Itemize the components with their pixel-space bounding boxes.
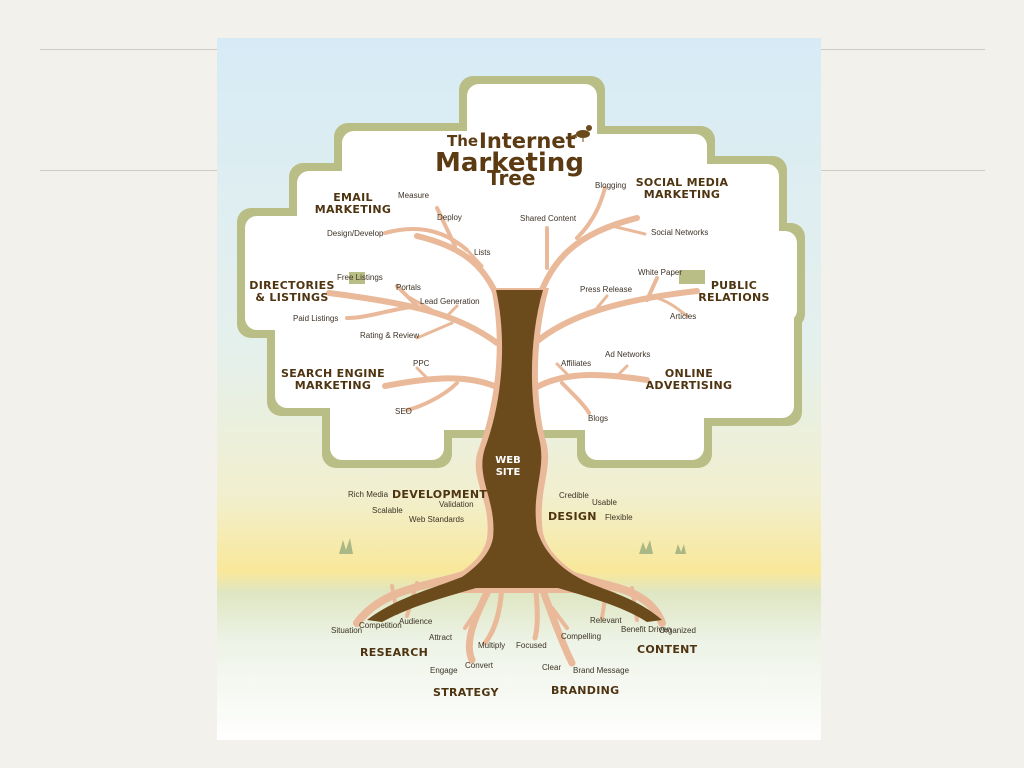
seo-item-ppc: PPC: [413, 359, 430, 368]
trunk-base: [367, 568, 662, 622]
social-item-shared-content: Shared Content: [520, 214, 577, 223]
design-item-flexible: Flexible: [605, 513, 633, 522]
trunk-development: DEVELOPMENT Rich Media Validation Scalab…: [348, 488, 487, 524]
bird-icon: [569, 125, 592, 142]
pr-heading-line1: PUBLIC: [711, 279, 757, 292]
research-item-competition: Competition: [359, 621, 402, 630]
design-heading: DESIGN: [548, 510, 597, 523]
design-item-credible: Credible: [559, 491, 589, 500]
advertising-item-ad-networks: Ad Networks: [605, 350, 650, 359]
strategy-item-attract: Attract: [429, 633, 453, 642]
branch-public-relations: PUBLIC RELATIONS White Paper Press Relea…: [580, 268, 769, 321]
strategy-heading: STRATEGY: [433, 686, 499, 699]
slide-rule-top-right: [821, 49, 985, 50]
social-heading-line1: SOCIAL MEDIA: [636, 176, 729, 189]
pr-item-press-release: Press Release: [580, 285, 633, 294]
directories-item-rating-review: Rating & Review: [360, 331, 419, 340]
root-strategy: STRATEGY Attract Multiply Engage Convert: [429, 633, 505, 699]
branch-social-media: SOCIAL MEDIA MARKETING Blogging Shared C…: [520, 176, 728, 237]
grass-tufts: [339, 538, 686, 554]
title-marketing: Marketing: [435, 148, 584, 178]
research-heading: RESEARCH: [360, 646, 428, 659]
email-item-deploy: Deploy: [437, 213, 462, 222]
slide-rule-mid-right: [821, 170, 985, 171]
branch-online-advertising: ONLINE ADVERTISING Ad Networks Affiliate…: [561, 350, 732, 423]
seo-item-seo: SEO: [395, 407, 412, 416]
slide-rule-mid-left: [40, 170, 218, 171]
development-item-web-standards: Web Standards: [409, 515, 464, 524]
advertising-item-blogs: Blogs: [588, 414, 608, 423]
development-item-validation: Validation: [439, 500, 474, 509]
advertising-item-affiliates: Affiliates: [561, 359, 591, 368]
pr-item-white-paper: White Paper: [638, 268, 682, 277]
branch-email-marketing: EMAIL MARKETING Measure Deploy Design/De…: [315, 191, 491, 257]
directories-heading-line2: & LISTINGS: [255, 291, 328, 304]
social-item-blogging: Blogging: [595, 181, 626, 190]
email-heading-line1: EMAIL: [333, 191, 373, 204]
canopy-fill: [245, 84, 797, 460]
root-content: CONTENT Relevant Benefit Driven Organize…: [590, 616, 698, 656]
branding-item-brand-message: Brand Message: [573, 666, 630, 675]
tree-diagram: The Internet Marketing Tree WEB SITE EMA…: [237, 76, 805, 699]
title-tree: Tree: [487, 166, 535, 190]
branding-heading: BRANDING: [551, 684, 619, 697]
email-heading-line2: MARKETING: [315, 203, 392, 216]
poster-title: The Internet Marketing Tree: [435, 125, 592, 190]
development-item-rich-media: Rich Media: [348, 490, 389, 499]
pr-heading-line2: RELATIONS: [698, 291, 769, 304]
advertising-heading-line1: ONLINE: [665, 367, 713, 380]
branch-directories: DIRECTORIES & LISTINGS Free Listings Por…: [249, 273, 479, 340]
website-label-line1: WEB: [495, 455, 520, 466]
email-item-lists: Lists: [474, 248, 490, 257]
content-item-benefit-driven: Benefit Driven: [621, 625, 671, 634]
root-branding: BRANDING Focused Compelling Clear Brand …: [516, 632, 630, 697]
root-research: RESEARCH Situation Competition Audience: [331, 617, 433, 659]
email-item-measure: Measure: [398, 191, 430, 200]
trunk: [445, 290, 602, 588]
title-internet: Internet: [479, 129, 576, 153]
social-item-social-networks: Social Networks: [651, 228, 708, 237]
branding-item-compelling: Compelling: [561, 632, 601, 641]
directories-heading-line1: DIRECTORIES: [249, 279, 334, 292]
title-the: The: [447, 132, 478, 150]
development-item-scalable: Scalable: [372, 506, 403, 515]
marketing-tree-poster: The Internet Marketing Tree WEB SITE EMA…: [217, 38, 821, 740]
branch-search-engine: SEARCH ENGINE MARKETING PPC SEO: [281, 359, 430, 416]
branding-item-focused: Focused: [516, 641, 547, 650]
directories-item-paid-listings: Paid Listings: [293, 314, 338, 323]
content-item-relevant: Relevant: [590, 616, 622, 625]
directories-item-portals: Portals: [396, 283, 421, 292]
research-item-audience: Audience: [399, 617, 433, 626]
seo-heading-line1: SEARCH ENGINE: [281, 367, 385, 380]
website-label-line2: SITE: [496, 467, 521, 478]
directories-item-free-listings: Free Listings: [337, 273, 383, 282]
research-item-situation: Situation: [331, 626, 362, 635]
content-item-organized: Organized: [659, 626, 696, 635]
trunk-design: DESIGN Credible Usable Flexible: [548, 491, 633, 523]
design-item-usable: Usable: [592, 498, 617, 507]
strategy-item-multiply: Multiply: [478, 641, 505, 650]
content-heading: CONTENT: [637, 643, 698, 656]
email-item-design-develop: Design/Develop: [327, 229, 384, 238]
seo-heading-line2: MARKETING: [295, 379, 372, 392]
social-heading-line2: MARKETING: [644, 188, 721, 201]
strategy-item-engage: Engage: [430, 666, 458, 675]
advertising-heading-line2: ADVERTISING: [646, 379, 733, 392]
slide-rule-top-left: [40, 49, 218, 50]
branding-item-clear: Clear: [542, 663, 561, 672]
directories-item-lead-generation: Lead Generation: [420, 297, 480, 306]
strategy-item-convert: Convert: [465, 661, 494, 670]
development-heading: DEVELOPMENT: [392, 488, 487, 501]
branches: [326, 186, 700, 415]
pr-item-articles: Articles: [670, 312, 696, 321]
